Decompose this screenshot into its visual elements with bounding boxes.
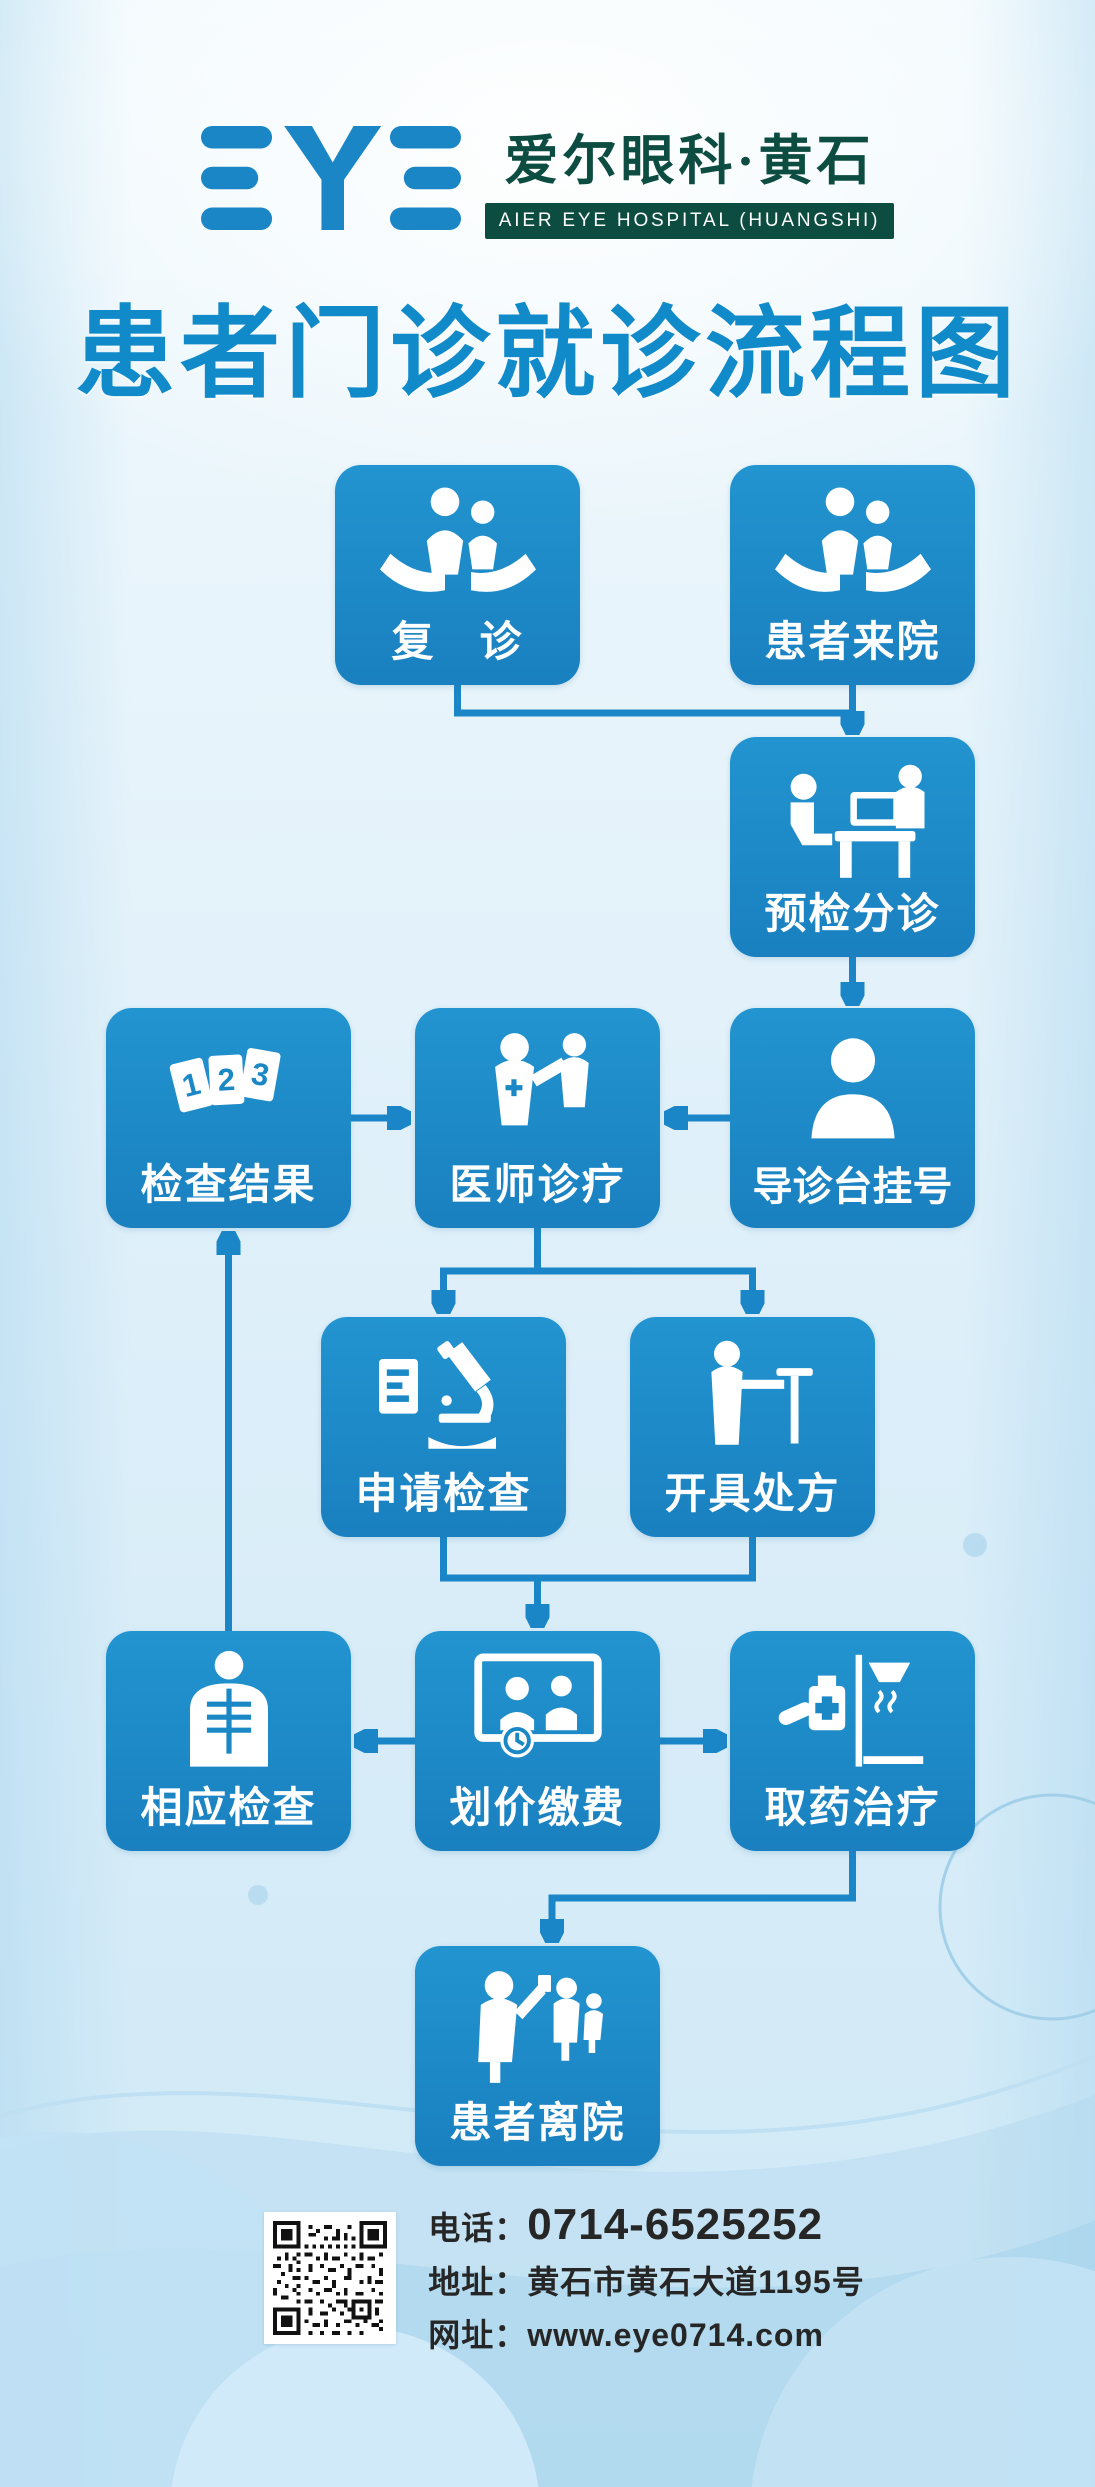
flow-node-prescription: 开具处方 bbox=[630, 1317, 875, 1537]
edge-prescription-payment bbox=[540, 1537, 756, 1582]
card-number: 2 bbox=[216, 1062, 235, 1098]
background-decoration bbox=[0, 1793, 1095, 2487]
node-label: 取药治疗 bbox=[764, 1784, 941, 1831]
website-value: www.eye0714.com bbox=[527, 2317, 824, 2353]
microscope-chart-icon bbox=[378, 1341, 496, 1449]
brand-header: 爱尔眼科·黄石 AIER EYE HOSPITAL (HUANGSHI) bbox=[0, 116, 1095, 239]
cashier-window-icon bbox=[473, 1653, 602, 1758]
node-label: 相应检查 bbox=[140, 1784, 317, 1831]
flow-node-doctor: 医师诊疗 bbox=[415, 1008, 660, 1228]
flow-node-triage: 预检分诊 bbox=[730, 737, 975, 957]
edge-applyexam-payment bbox=[440, 1537, 538, 1624]
flow-node-related-exam: 相应检查 bbox=[106, 1631, 351, 1851]
brand-name-cn: 爱尔眼科·黄石 bbox=[504, 131, 875, 191]
hands-holding-family-icon bbox=[774, 487, 931, 592]
phone-label: 电话： bbox=[428, 2210, 528, 2246]
flow-node-arrival: 患者来院 bbox=[730, 465, 975, 685]
node-label: 患者离院 bbox=[449, 2099, 626, 2146]
flow-node-payment: 划价缴费 bbox=[415, 1631, 660, 1851]
contact-footer: 电话： 0714-6525252 地址： 黄石市黄石大道1195号 网址： ww… bbox=[0, 2200, 1095, 2356]
card-number: 3 bbox=[248, 1056, 271, 1093]
phone-line: 电话： 0714-6525252 bbox=[428, 2200, 864, 2250]
brand-name-en: AIER EYE HOSPITAL (HUANGSHI) bbox=[484, 203, 895, 239]
edge-doctor-prescription bbox=[537, 1267, 753, 1310]
flow-node-results: 1 2 3 检查结果 bbox=[106, 1008, 351, 1228]
phone-number: 0714-6525252 bbox=[527, 2200, 824, 2249]
node-label: 开具处方 bbox=[664, 1470, 841, 1517]
flow-node-apply-exam: 申请检查 bbox=[321, 1317, 566, 1537]
decor-dot bbox=[963, 1533, 987, 1557]
qr-code-image bbox=[273, 2221, 388, 2335]
node-label: 导诊台挂号 bbox=[752, 1165, 953, 1209]
qr-code bbox=[264, 2212, 397, 2344]
flow-node-departure: 患者离院 bbox=[415, 1946, 660, 2166]
doctor-farewell-icon bbox=[477, 1971, 603, 2083]
flow-node-pharmacy: 取药治疗 bbox=[730, 1631, 975, 1851]
contact-info: 电话： 0714-6525252 地址： 黄石市黄石大道1195号 网址： ww… bbox=[428, 2200, 864, 2356]
node-label: 划价缴费 bbox=[449, 1784, 626, 1831]
brand-text: 爱尔眼科·黄石 AIER EYE HOSPITAL (HUANGSHI) bbox=[484, 116, 895, 239]
doctor-exam-icon bbox=[494, 1033, 589, 1126]
medicine-treatment-icon bbox=[778, 1654, 923, 1767]
person-bust-icon bbox=[810, 1038, 895, 1139]
triage-desk-icon bbox=[790, 764, 924, 878]
address-label: 地址： bbox=[428, 2264, 528, 2300]
node-label: 申请检查 bbox=[355, 1470, 532, 1517]
node-label: 复 诊 bbox=[391, 618, 524, 665]
hands-holding-family-icon bbox=[379, 487, 536, 592]
flow-node-revisit: 复 诊 bbox=[335, 465, 580, 685]
address-line: 地址： 黄石市黄石大道1195号 bbox=[428, 2257, 864, 2303]
edge-doctor-applyexam bbox=[444, 1228, 541, 1310]
numbered-cards-icon: 1 2 3 bbox=[169, 1048, 281, 1113]
prescribing-icon bbox=[710, 1340, 813, 1445]
node-label: 预检分诊 bbox=[764, 890, 941, 937]
eye-logo bbox=[200, 125, 461, 230]
poster-title: 患者门诊就诊流程图 bbox=[75, 298, 1020, 410]
node-label: 医师诊疗 bbox=[449, 1161, 626, 1208]
node-label: 患者来院 bbox=[764, 618, 941, 665]
flow-node-registration: 导诊台挂号 bbox=[730, 1008, 975, 1228]
node-label: 检查结果 bbox=[140, 1161, 317, 1208]
address-value: 黄石市黄石大道1195号 bbox=[527, 2264, 865, 2300]
edge-revisit-triage bbox=[454, 685, 853, 717]
website-line: 网址： www.eye0714.com bbox=[428, 2310, 864, 2356]
website-label: 网址： bbox=[428, 2317, 528, 2353]
xray-torso-icon bbox=[189, 1650, 268, 1767]
